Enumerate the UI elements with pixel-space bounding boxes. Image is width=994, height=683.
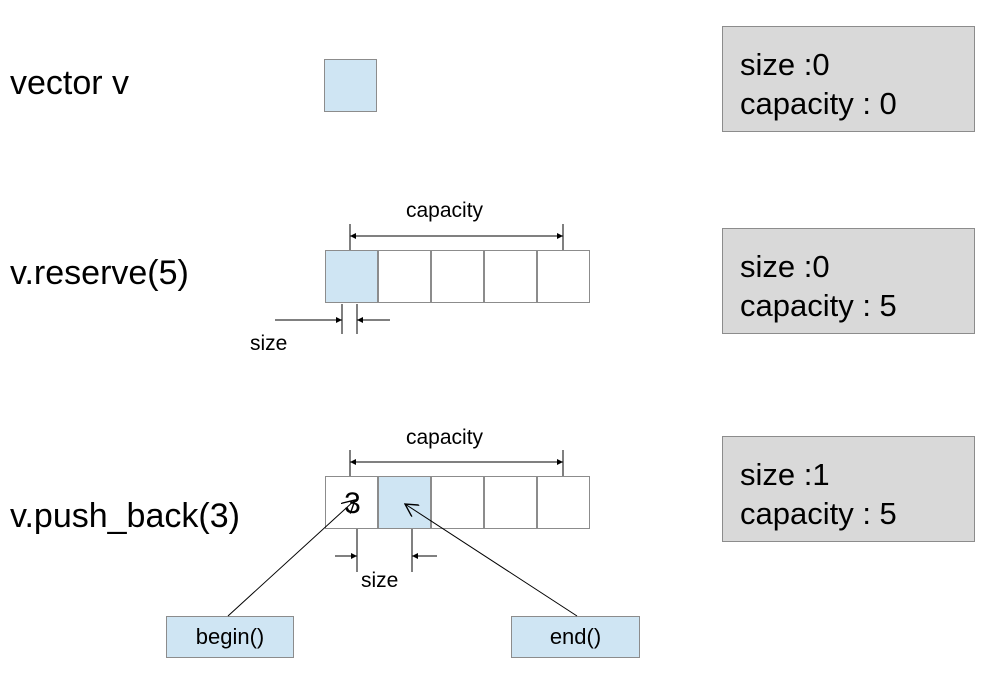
- row2-cell-4: [537, 250, 590, 303]
- row3-capacity-text: capacity : 5: [740, 496, 897, 531]
- row3-size-text: size :1: [740, 457, 830, 492]
- end-label-box: end(): [511, 616, 640, 658]
- row1-operation-label: vector v: [10, 64, 130, 102]
- row3-info-box: size :1 capacity : 5: [722, 436, 975, 542]
- row3-capacity-label: capacity: [406, 426, 484, 449]
- row3-cell-3: [484, 476, 537, 529]
- row2-cell-0: [325, 250, 378, 303]
- empty-vector-cell: [324, 59, 377, 112]
- row2-info-box: size :0 capacity : 5: [722, 228, 975, 334]
- row2-capacity-label: capacity: [406, 199, 484, 222]
- row3-cell-2: [431, 476, 484, 529]
- row1-info-box: size :0 capacity : 0: [722, 26, 975, 132]
- row2-cell-3: [484, 250, 537, 303]
- end-pointer-arrow: [405, 504, 578, 617]
- row2-cell-1: [378, 250, 431, 303]
- row3-cell-1: [378, 476, 431, 529]
- row1-capacity-text: capacity : 0: [740, 86, 897, 121]
- begin-label-box: begin(): [166, 616, 294, 658]
- row2-capacity-text: capacity : 5: [740, 288, 897, 323]
- row2-size-label: size: [250, 332, 288, 355]
- row3-size-dimension: [335, 529, 437, 572]
- row3-operation-label: v.push_back(3): [10, 497, 240, 535]
- begin-pointer-arrow: [227, 500, 355, 617]
- row2-cell-2: [431, 250, 484, 303]
- row2-size-dimension: [275, 304, 390, 334]
- row3-size-label: size: [361, 569, 399, 592]
- row3-cell-4: [537, 476, 590, 529]
- row3-capacity-dimension: [349, 450, 564, 476]
- row2-size-text: size :0: [740, 249, 830, 284]
- row1-size-text: size :0: [740, 47, 830, 82]
- row2-capacity-dimension: [349, 224, 564, 250]
- row2-operation-label: v.reserve(5): [10, 254, 189, 292]
